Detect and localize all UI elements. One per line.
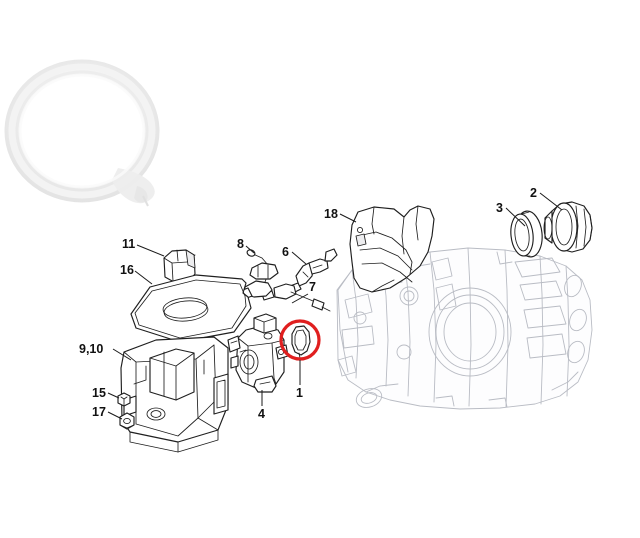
callout-label-3: 3 [496, 201, 503, 215]
callout-label-16: 16 [120, 263, 134, 277]
callout-label-18: 18 [324, 207, 338, 221]
callout-label-4: 4 [258, 407, 265, 421]
part-2-intake-manifold-boot [543, 201, 593, 253]
part-11-choke-knob [163, 249, 196, 283]
part-16-filter-cover-plate [130, 274, 252, 343]
part-18-heat-shield-baffle [349, 205, 435, 293]
part-9-10-air-filter-housing [120, 336, 229, 453]
callout-label-9-10: 9,10 [79, 342, 103, 356]
part-15-hex-nut [117, 392, 131, 407]
part-17-flange-nut [119, 412, 135, 430]
callout-label-2: 2 [530, 186, 537, 200]
oring-photo [4, 59, 160, 207]
callout-label-1: 1 [296, 386, 303, 400]
part-3-clamping-ring [510, 210, 543, 258]
callout-labels: 1 2 3 4 6 7 8 9,10 11 15 16 17 18 [79, 186, 537, 421]
highlight-circle [279, 319, 321, 361]
callout-label-6: 6 [282, 245, 289, 259]
part-1-intake-gasket [291, 325, 311, 359]
oring-tab [112, 168, 155, 204]
part-6-throttle-linkage [289, 248, 338, 294]
callout-label-8: 8 [237, 237, 244, 251]
callout-label-17: 17 [92, 405, 106, 419]
callout-leaders [107, 192, 563, 420]
callout-label-7: 7 [309, 280, 316, 294]
part-4-carburetor [227, 313, 289, 393]
engine-crankcase-ghost [336, 247, 593, 410]
callout-label-11: 11 [122, 237, 135, 251]
callout-label-15: 15 [92, 386, 106, 400]
